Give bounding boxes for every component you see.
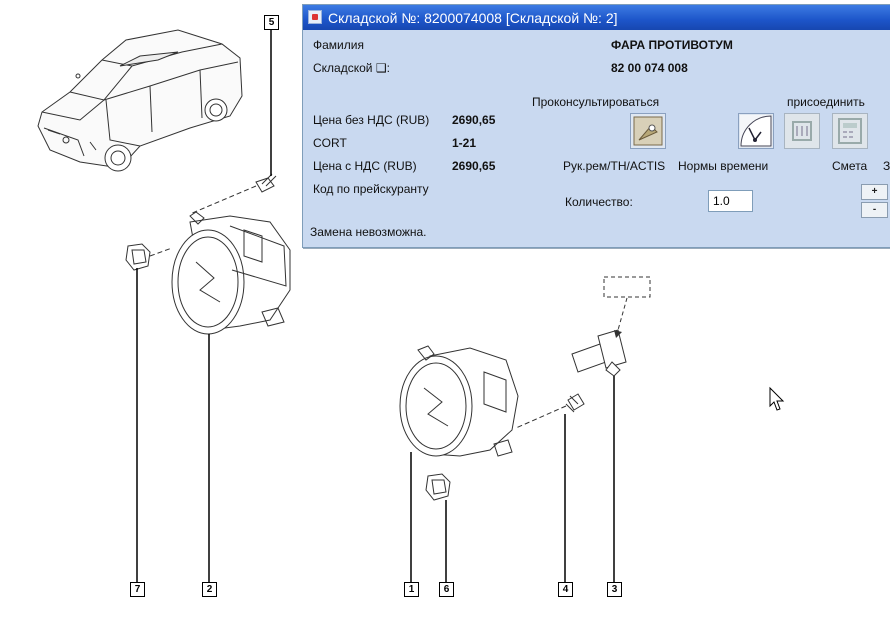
clip-left: [125, 243, 151, 271]
mouse-cursor: [769, 386, 785, 411]
estimate-button[interactable]: [832, 113, 868, 149]
callout-6[interactable]: 6: [439, 582, 454, 597]
screw-left: [255, 173, 277, 193]
bulb: [571, 329, 627, 377]
status-message: Замена невозможна.: [310, 225, 427, 239]
car-illustration: [37, 29, 243, 172]
time-norms-button[interactable]: [738, 113, 774, 149]
callout-5[interactable]: 5: [264, 15, 279, 30]
clock-icon: [740, 115, 772, 147]
clip-right: [425, 473, 451, 501]
callout-2[interactable]: 2: [202, 582, 217, 597]
connector-placeholder-box: [603, 276, 651, 298]
callout-1[interactable]: 1: [404, 582, 419, 597]
attach-button[interactable]: [784, 113, 820, 149]
window-title: Складской №: 8200074008 [Складской №: 2]: [328, 10, 618, 26]
screw-right: [565, 393, 585, 413]
document-pin-icon: [633, 116, 663, 146]
quantity-label: Количество:: [565, 195, 633, 209]
price-no-vat-value: 2690,65: [452, 113, 496, 127]
calculator-icon: [838, 118, 862, 144]
callout-7[interactable]: 7: [130, 582, 145, 597]
callout-4[interactable]: 4: [558, 582, 573, 597]
price-no-vat-label: Цена без НДС (RUB): [313, 113, 430, 127]
truncated-label: З: [883, 159, 890, 173]
repair-manual-button[interactable]: [630, 113, 666, 149]
price-vat-value: 2690,65: [452, 159, 496, 173]
family-label: Фамилия: [313, 38, 364, 52]
consult-label: Проконсультироваться: [532, 95, 660, 109]
family-value: ФАРА ПРОТИВОТУМ: [611, 38, 733, 52]
cort-label: CORT: [313, 136, 347, 150]
cort-value: 1-21: [452, 136, 477, 150]
time-norms-label: Нормы времени: [678, 159, 769, 173]
quantity-decrease-button[interactable]: -: [861, 202, 888, 218]
attach-label: присоединить: [787, 95, 865, 109]
window-titlebar[interactable]: Складской №: 8200074008 [Складской №: 2]: [303, 5, 890, 30]
repair-manual-label: Рук.рем/ТН/ACTIS: [563, 159, 666, 173]
fog-lamp-right: [399, 345, 519, 457]
estimate-label: Смета: [832, 159, 868, 173]
app-icon: [308, 10, 322, 24]
fog-lamp-left: [171, 211, 291, 335]
callout-3[interactable]: 3: [607, 582, 622, 597]
quantity-input[interactable]: [708, 190, 753, 212]
part-info-window: Складской №: 8200074008 [Складской №: 2]…: [302, 4, 890, 248]
stock-number-label: Складской ❑:: [313, 61, 390, 75]
attach-icon: [792, 121, 812, 141]
price-vat-label: Цена с НДС (RUB): [313, 159, 417, 173]
stock-number-value: 82 00 074 008: [611, 61, 688, 75]
quantity-increase-button[interactable]: +: [861, 184, 888, 200]
price-list-code-label: Код по прейскуранту: [313, 182, 429, 196]
